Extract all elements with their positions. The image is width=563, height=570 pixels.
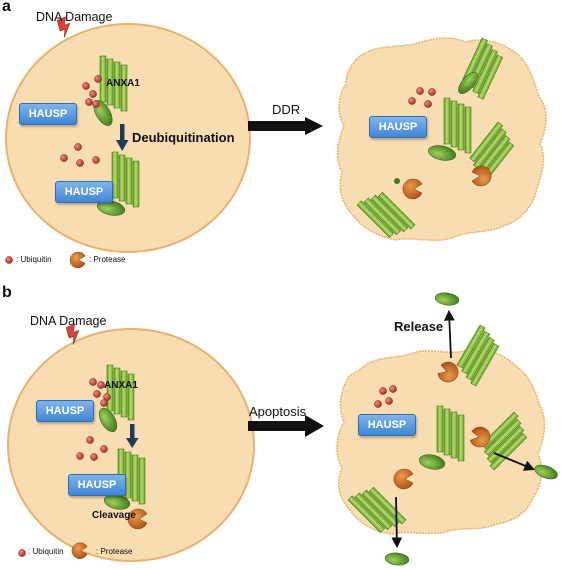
anxa1-label: ANXA1: [104, 380, 138, 391]
cleavage-label: Cleavage: [92, 510, 136, 521]
ubiquitin-legend-icon: [18, 549, 26, 557]
ubiquitin-legend-icon: [5, 256, 13, 264]
apoptosis-arrow: [248, 421, 306, 431]
panel-letter-b: b: [2, 284, 12, 301]
down-arrow-icon: [130, 424, 135, 440]
legend-protease-label: : Protease: [96, 547, 133, 556]
hausp-box: HAUSP: [19, 103, 77, 125]
anxa1-label: ANXA1: [106, 78, 140, 89]
hausp-box: HAUSP: [369, 116, 427, 138]
ddr-label: DDR: [272, 102, 301, 117]
panel-letter-a: a: [2, 0, 11, 15]
deubiquitination-label: Deubiquitination: [132, 130, 235, 145]
dna-damage-label: DNA Damage: [30, 314, 107, 328]
down-arrow-icon: [120, 124, 125, 142]
hausp-box: HAUSP: [36, 400, 94, 422]
legend-ubiquitin-label: : Ubiquitin: [28, 547, 64, 556]
cell-a-right: [336, 37, 547, 242]
release-label: Release: [394, 319, 444, 334]
protease-legend-icon: [69, 251, 86, 269]
ddr-arrow: [248, 117, 323, 135]
hausp-box: HAUSP: [68, 474, 126, 496]
dna-damage-label: DNA Damage: [36, 10, 113, 24]
hausp-box: HAUSP: [55, 181, 113, 203]
legend-protease-label: : Protease: [89, 255, 126, 264]
legend-ubiquitin-label: : Ubiquitin: [16, 255, 52, 264]
hausp-box: HAUSP: [358, 414, 416, 436]
apoptosis-label: Apoptosis: [249, 404, 307, 419]
released-fragment: [434, 292, 460, 306]
